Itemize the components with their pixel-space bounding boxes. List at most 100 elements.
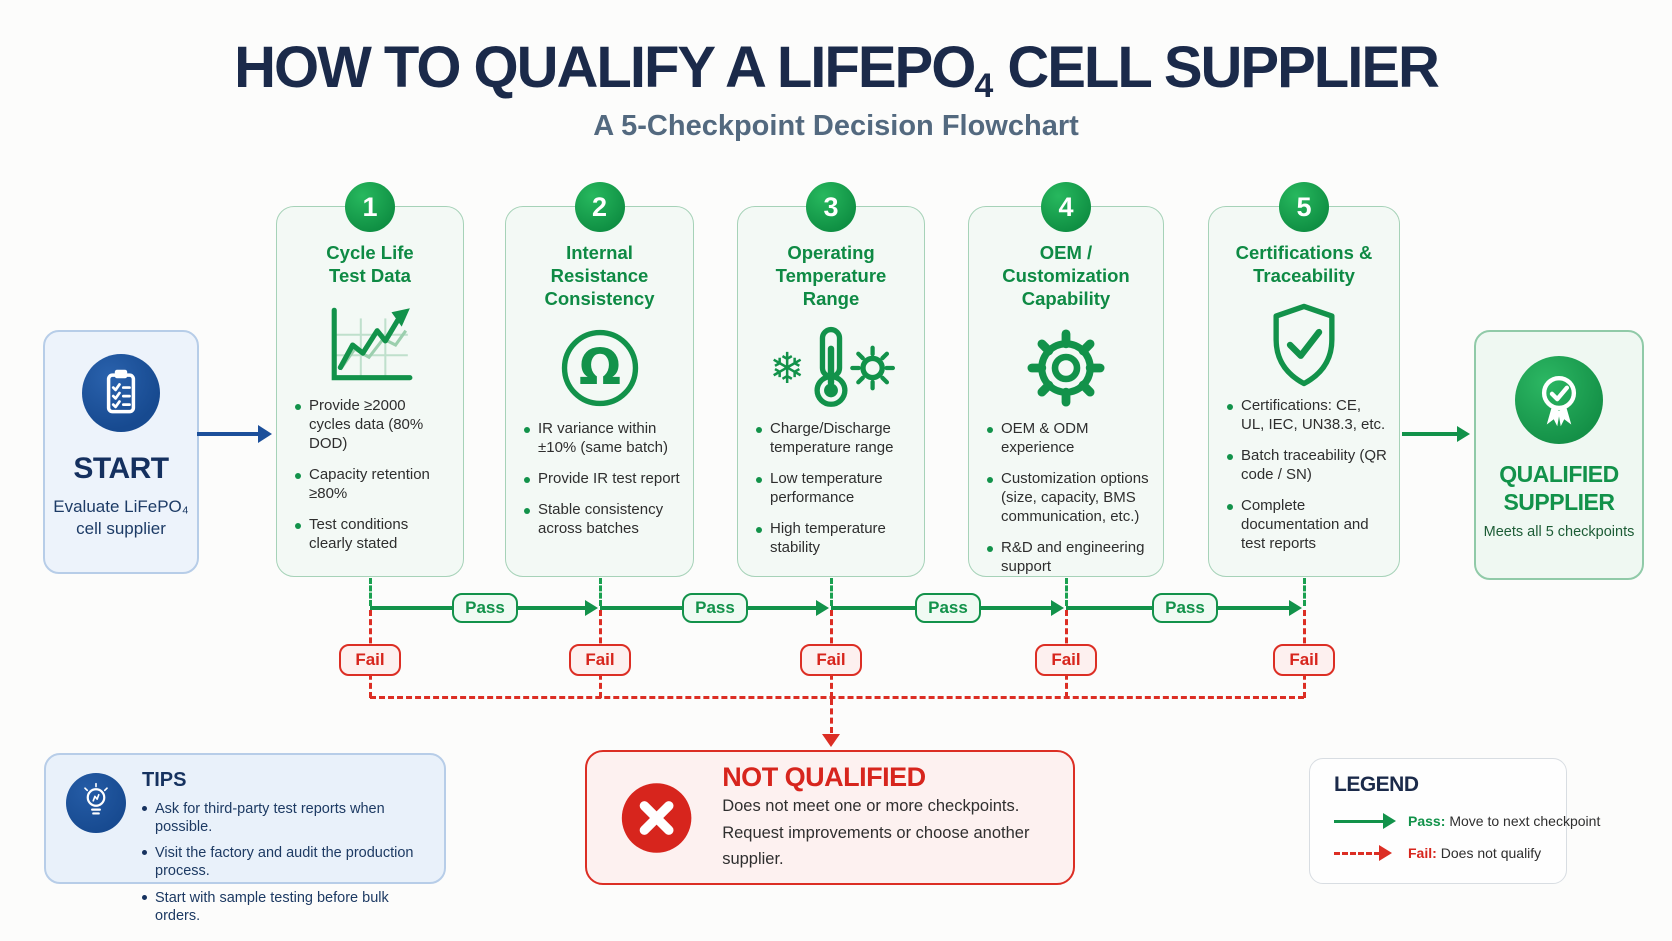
- bullet-text: Test conditions clearly stated: [309, 515, 409, 552]
- line-chart-icon: [331, 307, 413, 381]
- bullet-text: Stable consistency across batches: [538, 501, 664, 537]
- checkpoint-title-line2: Temperature Range: [775, 265, 887, 310]
- bullet-dot: [756, 477, 762, 484]
- bullet-dot: [295, 522, 301, 529]
- snowflake-icon: ❄: [769, 344, 805, 394]
- tips-item: Ask for third-party test reports when po…: [142, 800, 432, 836]
- checkpoint-bullet-list: IR variance within ±10% (same batch) Pro…: [516, 420, 683, 538]
- legend-panel: LEGEND Pass:Move to next checkpoint Fail…: [1309, 758, 1600, 884]
- not-qualified-node: NOT QUALIFIED Does not meet one or more …: [585, 750, 1075, 885]
- checkpoint-card-3: 3 Operating Temperature Range ❄: [737, 182, 925, 577]
- page-title-prefix: HOW TO QUALIFY A LIFEPO: [234, 35, 976, 100]
- bullet-text: Complete documentation and test reports: [1241, 496, 1369, 552]
- svg-text:Ω: Ω: [578, 339, 620, 397]
- page-subtitle: A 5-Checkpoint Decision Flowchart: [593, 110, 1079, 142]
- bullet-text: Provide IR test report: [538, 470, 680, 488]
- bullet-text: Customization options (size, capacity, B…: [1001, 470, 1149, 525]
- fail-arrow-icon: [1334, 845, 1398, 861]
- fail-center-drop-line: [829, 699, 833, 733]
- bullet-item: Low temperature performance: [756, 470, 912, 508]
- tips-body: TIPS Ask for third-party test reports wh…: [142, 767, 432, 924]
- pass-pill: Pass: [915, 593, 981, 623]
- tips-item-text: Start with sample testing before bulk or…: [155, 889, 389, 924]
- page-title: HOW TO QUALIFY A LIFEPO4 CELL SUPPLIER: [0, 34, 1672, 106]
- legend-pass-desc: Move to next checkpoint: [1449, 813, 1601, 829]
- not-qualified-line1: Does not meet one or more checkpoints.: [722, 797, 1020, 816]
- x-circle-icon: [621, 782, 692, 853]
- start-arrow-line: [197, 432, 259, 436]
- bullet-text: Capacity retention ≥80%: [309, 465, 430, 502]
- checkpoint-title: Certifications & Traceability: [1219, 241, 1389, 287]
- bullet-item: R&D and engineering support: [987, 539, 1151, 577]
- start-label: START: [73, 452, 169, 485]
- pass-flow-arrow-head: [816, 600, 829, 616]
- omega-icon: Ω: [561, 330, 638, 407]
- not-qualified-line2: Request improvements or choose another s…: [722, 823, 1030, 869]
- pass-flow-arrow-head: [1051, 600, 1064, 616]
- bullet-dot: [1227, 503, 1233, 510]
- qualified-subtitle: Meets all 5 checkpoints: [1483, 524, 1635, 541]
- bullet-dot: [1227, 454, 1233, 461]
- bullet-text: Certifications: CE, UL, IEC, UN38.3, etc…: [1241, 397, 1386, 434]
- legend-fail-text: Fail:Does not qualify: [1408, 845, 1541, 861]
- tips-item: Visit the factory and audit the producti…: [142, 844, 432, 880]
- checkpoint-title-line1: Internal Resistance: [550, 242, 649, 287]
- checkpoint-title-line2: Capability: [1021, 288, 1111, 310]
- bullet-dot: [987, 545, 993, 552]
- bullet-dot: [1227, 404, 1233, 411]
- pass-flow-arrow-head: [585, 600, 598, 616]
- temperature-range-icon: ❄: [769, 327, 895, 408]
- bullet-text: Charge/Discharge temperature range: [770, 420, 894, 457]
- lightbulb-icon: [84, 782, 108, 815]
- checkpoint-card-4: 4 OEM / Customization Capability OEM & O…: [968, 182, 1164, 577]
- pass-stub-line: [829, 578, 833, 606]
- award-ribbon-icon: [1541, 375, 1577, 427]
- bullet-dot: [142, 894, 147, 900]
- legend-fail-desc: Does not qualify: [1440, 845, 1542, 861]
- tips-item: Start with sample testing before bulk or…: [142, 889, 432, 925]
- checkpoint-title: Cycle Life Test Data: [287, 241, 453, 287]
- pass-stub-line: [1302, 578, 1306, 606]
- bullet-text: R&D and engineering support: [1001, 538, 1145, 575]
- gear-icon: [1027, 329, 1105, 407]
- bullet-dot: [524, 508, 530, 515]
- checkpoint-card-1: 1 Cycle Life Test Data Provide ≥2000 cyc…: [276, 182, 464, 577]
- bullet-text: High temperature stability: [770, 519, 886, 556]
- bullet-item: Complete documentation and test reports: [1227, 497, 1387, 554]
- final-pass-arrow-head: [1457, 426, 1470, 442]
- pass-arrow-icon: [1334, 813, 1398, 829]
- legend-pass-term: Pass:: [1408, 813, 1446, 829]
- bullet-item: Certifications: CE, UL, IEC, UN38.3, etc…: [1227, 397, 1387, 435]
- qualified-icon-circle: [1515, 356, 1603, 444]
- tips-list: Ask for third-party test reports when po…: [142, 800, 432, 925]
- bullet-dot: [295, 472, 301, 479]
- bullet-text: Low temperature performance: [770, 470, 883, 507]
- checkpoint-title-line2: Traceability: [1253, 265, 1355, 287]
- legend-fail-term: Fail:: [1408, 845, 1437, 861]
- checkpoint-title-line2: Test Data: [329, 265, 411, 287]
- fail-pill: Fail: [800, 644, 862, 676]
- bullet-text: IR variance within ±10% (same batch): [538, 420, 668, 457]
- start-arrow-head: [258, 425, 272, 443]
- qualified-title-line1: QUALIFIED: [1499, 461, 1619, 487]
- shield-check-icon: [1273, 304, 1335, 387]
- bullet-text: Provide ≥2000 cycles data (80% DOD): [309, 397, 424, 453]
- checkpoint-card-2: 2 Internal Resistance Consistency Ω IR v…: [505, 182, 694, 577]
- sun-icon: [850, 345, 895, 391]
- pass-flow-arrow-head: [1289, 600, 1302, 616]
- legend-title: LEGEND: [1334, 773, 1419, 796]
- bullet-dot: [756, 427, 762, 434]
- pass-stub-line: [1064, 578, 1068, 606]
- fail-pill: Fail: [569, 644, 631, 676]
- bullet-item: Batch traceability (QR code / SN): [1227, 447, 1387, 485]
- checkpoint-title: Internal Resistance Consistency: [516, 241, 683, 310]
- checkpoint-icon-wrap: [979, 320, 1153, 416]
- checkpoint-number-badge: 5: [1279, 182, 1329, 232]
- start-node: START Evaluate LiFePO₄ cell supplier: [43, 330, 199, 574]
- start-description: Evaluate LiFePO₄ cell supplier: [53, 496, 188, 540]
- checkpoint-title-line1: OEM / Customization: [1002, 242, 1130, 287]
- tips-icon-circle: [66, 773, 126, 833]
- checkpoint-bullet-list: Certifications: CE, UL, IEC, UN38.3, etc…: [1219, 397, 1389, 553]
- not-qualified-title: NOT QUALIFIED: [722, 762, 926, 793]
- pass-stub-line: [598, 578, 602, 606]
